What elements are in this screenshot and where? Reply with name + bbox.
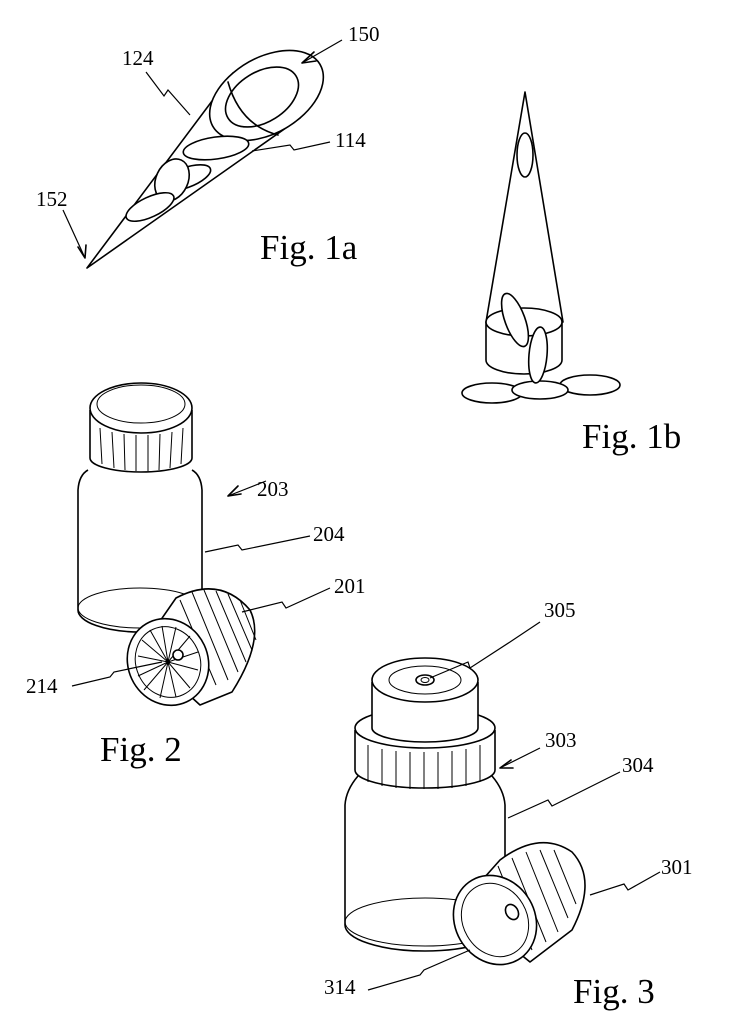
label-214: 214 bbox=[26, 674, 58, 698]
label-304: 304 bbox=[622, 753, 654, 777]
label-150: 150 bbox=[348, 22, 380, 46]
label-152: 152 bbox=[36, 187, 68, 211]
label-204: 204 bbox=[313, 522, 345, 546]
label-124: 124 bbox=[122, 46, 154, 70]
label-314: 314 bbox=[324, 975, 356, 999]
label-201: 201 bbox=[334, 574, 366, 598]
fig-1b-drawing bbox=[462, 92, 620, 403]
fig-3-caption: Fig. 3 bbox=[573, 972, 655, 1011]
label-305: 305 bbox=[544, 598, 576, 622]
fig-3-drawing bbox=[345, 658, 585, 980]
fig-2-drawing bbox=[78, 383, 256, 719]
fig-1b-caption: Fig. 1b bbox=[582, 417, 681, 456]
label-114: 114 bbox=[335, 128, 366, 152]
fig-1a-caption: Fig. 1a bbox=[260, 228, 358, 267]
label-301: 301 bbox=[661, 855, 693, 879]
label-203: 203 bbox=[257, 477, 289, 501]
fig-2-caption: Fig. 2 bbox=[100, 730, 182, 769]
label-303: 303 bbox=[545, 728, 577, 752]
